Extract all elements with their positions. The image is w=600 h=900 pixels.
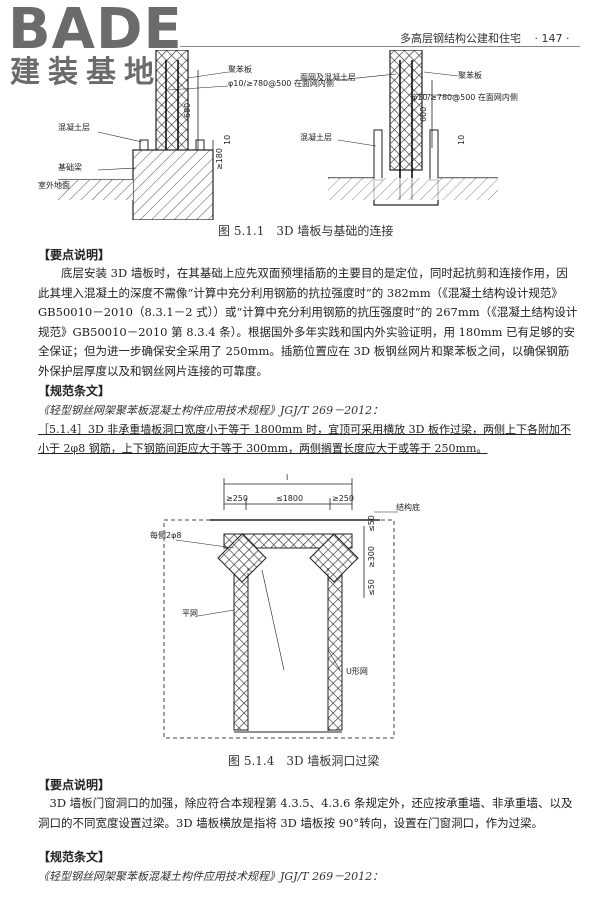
label-each-side: 每侧2φ8 xyxy=(150,530,181,540)
right-slab-hatch xyxy=(328,178,498,200)
section1-heading: 【要点说明】 xyxy=(38,248,111,262)
brand-logo: BADE 建装基地 xyxy=(6,0,182,95)
leader-board-right xyxy=(423,71,459,77)
leader-concrete xyxy=(97,131,143,143)
fig2-dimensions: l ≥250 ≤1800 ≥250 xyxy=(223,473,354,510)
leader-beam xyxy=(97,167,137,171)
leader-rebar xyxy=(167,85,229,91)
lintel-top-mesh xyxy=(223,533,353,549)
label-concrete-right: 混凝土层 xyxy=(300,132,332,142)
label-beam-left: 基础梁 xyxy=(58,162,82,172)
label-structure-bottom: 结构底 xyxy=(396,502,420,512)
clause-5-1-4: ［5.1.4］3D 非承重墙板洞口宽度小于等于 1800mm 时，宜顶可采用横放… xyxy=(38,423,571,455)
leader-each-side xyxy=(175,539,235,549)
wall-outline xyxy=(163,519,395,739)
label-board-left: 聚苯板 xyxy=(228,64,252,74)
label-flat-net: 平网 xyxy=(182,609,198,618)
right-concrete-layer-2 xyxy=(429,129,439,181)
section2-heading: 【要点说明】 xyxy=(38,778,111,792)
leader-net xyxy=(337,73,397,81)
section1-norm-heading: 【规范条文】 xyxy=(38,384,111,398)
dim-mid-label: ≤1800 xyxy=(276,494,303,503)
right-concrete-layer xyxy=(373,129,383,181)
leader-u-net-b xyxy=(327,649,341,671)
dim-600-right: 600 xyxy=(419,107,428,122)
label-board-right: 聚苯板 xyxy=(458,70,482,80)
lintel-mesh xyxy=(217,533,359,733)
fig1-right-drawing: 面网及混凝土层 聚苯板 φ10/≥780@500 在面网内侧 混凝土层 600 … xyxy=(300,50,518,206)
leader-board xyxy=(187,71,229,79)
label-concrete-left: 混凝土层 xyxy=(58,122,90,132)
section1-paragraph: 底层安装 3D 墙板时，在其基础上应先双面预埋插筋的主要目的是定位，同时起抗剪和… xyxy=(38,266,578,378)
figure-5-1-4-caption: 图 5.1.4 3D 墙板洞口过梁 xyxy=(228,754,380,768)
left-corner-mesh xyxy=(217,533,267,583)
running-header: 多高层钢结构公建和住宅 · 147 · xyxy=(400,30,569,46)
section2-norm-heading: 【规范条文】 xyxy=(38,850,111,864)
label-ground-left: 室外地面 xyxy=(38,180,70,190)
left-foundation-beam xyxy=(132,149,214,220)
label-u-net: U形网 xyxy=(346,667,368,676)
fig1-left-drawing: 聚苯板 φ10/≥780@500 在面网内侧 混凝土层 基础梁 室外地面 600… xyxy=(38,50,334,220)
header-rule xyxy=(180,46,580,47)
leader-concrete-right xyxy=(337,139,377,147)
dim-50-top: ≤50 xyxy=(367,515,376,532)
dim-50-bottom: ≤50 xyxy=(367,579,376,596)
dim-600-left: 600 xyxy=(183,103,192,118)
right-wall-panel xyxy=(389,50,423,171)
running-title: 多高层钢结构公建和住宅 xyxy=(400,32,521,45)
label-rebar-right: φ10/≥780@500 在面网内侧 xyxy=(412,92,518,102)
figure-5-1-1-caption: 图 5.1.1 3D 墙板与基础的连接 xyxy=(218,224,394,238)
outdoor-ground-fill xyxy=(58,180,133,200)
right-corner-mesh xyxy=(309,533,359,583)
page-number: · 147 · xyxy=(534,32,570,45)
dim-180-left: ≥180 xyxy=(215,148,224,170)
leader-flat-net xyxy=(197,609,235,617)
dim-right-label: ≥250 xyxy=(332,494,354,503)
dim-300: ≥300 xyxy=(367,546,376,568)
logo-brand-subtitle: 建装基地 xyxy=(10,55,162,90)
figure-5-1-1: 聚苯板 φ10/≥780@500 在面网内侧 混凝土层 基础梁 室外地面 600… xyxy=(38,50,518,220)
dim-10-right: 10 xyxy=(457,135,466,145)
logo-brand-text: BADE xyxy=(8,0,183,62)
leader-rebar-right xyxy=(409,93,459,97)
section2-norm-source: 《轻型钢丝网架聚苯板混凝土构件应用技术规程》JGJ/T 269－2012： xyxy=(38,870,384,883)
section2-paragraph: 3D 墙板门窗洞口的加强，除应符合本规程第 4.3.5、4.3.6 条规定外，还… xyxy=(38,796,573,830)
leader-u-net-a xyxy=(261,569,285,671)
dim-left-label: ≥250 xyxy=(226,494,248,503)
label-rebar-left: φ10/≥780@500 在面网内侧 xyxy=(228,78,334,88)
label-net-right: 面网及混凝土层 xyxy=(300,72,356,82)
figure-5-1-4: l ≥250 ≤1800 ≥250 结构底 每侧2φ8 平网 U形网 ≤50 ≥… xyxy=(150,473,420,739)
dim-l-label: l xyxy=(286,473,288,482)
dim-10-left: 10 xyxy=(223,135,232,145)
section1-norm-source: 《轻型钢丝网架聚苯板混凝土构件应用技术规程》JGJ/T 269－2012： xyxy=(38,404,384,417)
